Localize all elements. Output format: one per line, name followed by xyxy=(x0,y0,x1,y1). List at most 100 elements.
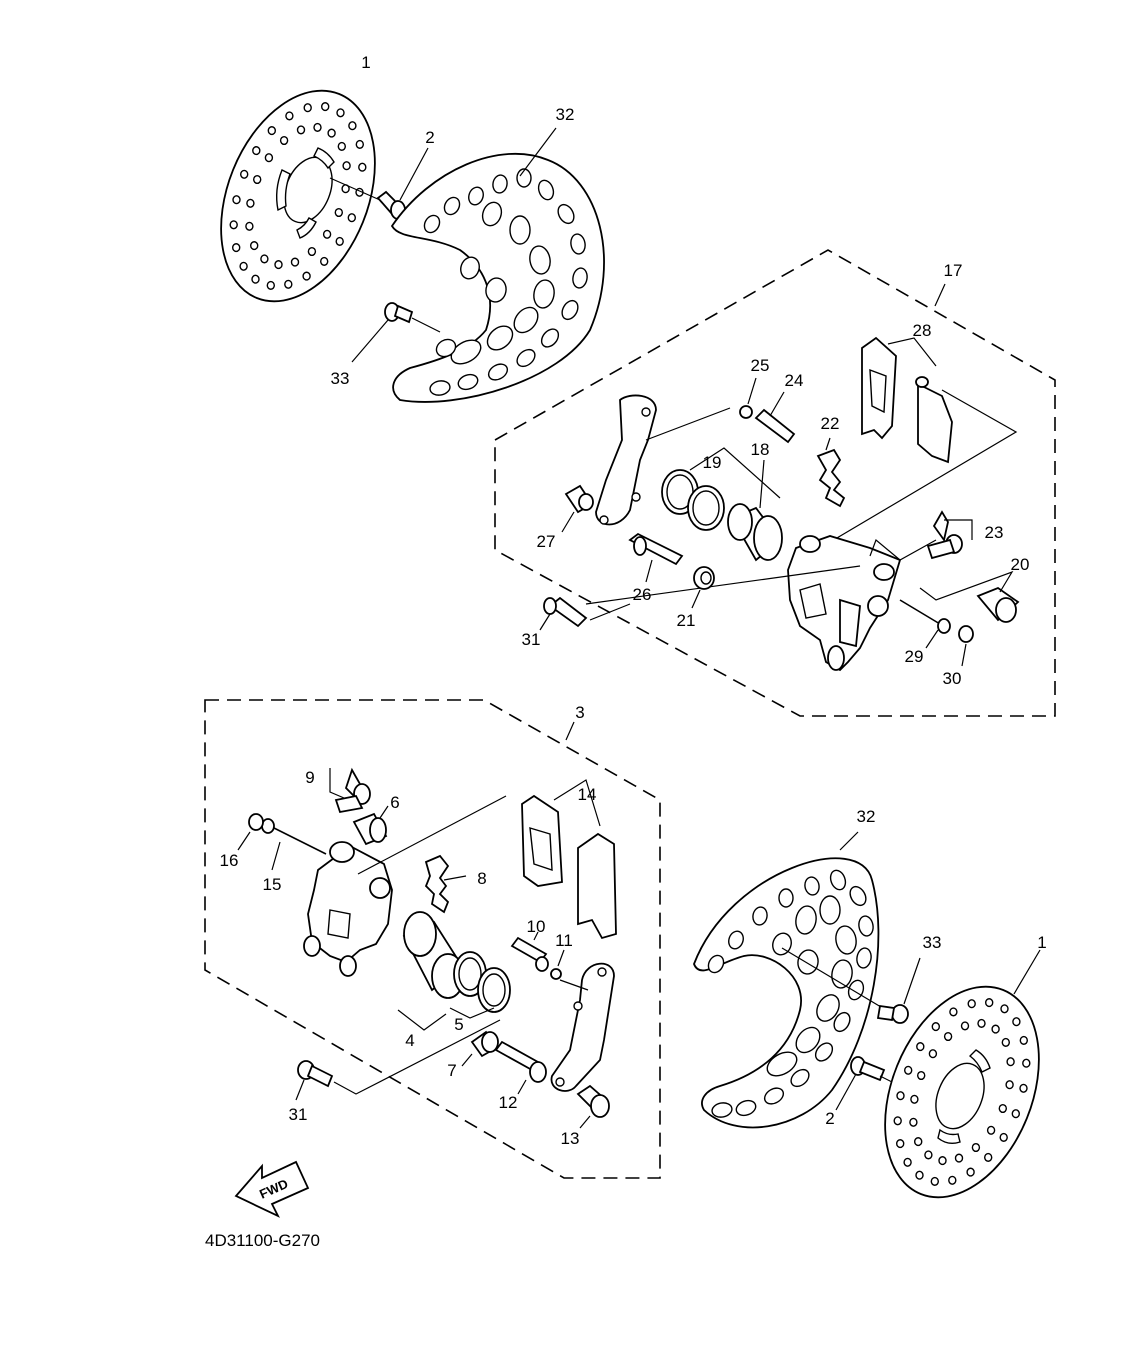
callout-18: 18 xyxy=(751,440,770,459)
cover-hole xyxy=(849,885,867,907)
cover-hole xyxy=(797,949,819,975)
disc-hole xyxy=(231,243,241,253)
caliper-assembly-3-group xyxy=(204,699,661,1179)
disc-hole xyxy=(358,162,367,172)
sleeve-27 xyxy=(561,484,594,533)
callout-32: 32 xyxy=(857,807,876,826)
cover-hole xyxy=(561,299,579,321)
cover-hole xyxy=(790,1068,810,1088)
disc-hole xyxy=(260,254,269,264)
callout-33: 33 xyxy=(331,369,350,388)
cover-hole xyxy=(557,203,575,225)
disc-hole xyxy=(355,139,364,149)
cover-hole xyxy=(766,1051,798,1077)
cover-hole xyxy=(711,1102,733,1118)
cover-hole xyxy=(533,279,555,309)
cover-hole xyxy=(833,1011,851,1033)
callout-13: 13 xyxy=(561,1129,580,1148)
disc-hole xyxy=(998,1103,1007,1114)
disc-hole xyxy=(916,1042,925,1052)
piston-seals-5 xyxy=(449,951,511,1019)
disc-hole xyxy=(930,1176,939,1186)
diagram-code: 4D31100-G270 xyxy=(205,1231,320,1250)
disc-hole xyxy=(239,261,248,271)
disc-hole xyxy=(335,236,344,246)
disc-hole xyxy=(1011,1109,1020,1119)
disc-hole xyxy=(229,220,238,230)
callout-6: 6 xyxy=(390,793,399,812)
disc-hole xyxy=(322,229,332,239)
callout-27: 27 xyxy=(537,532,556,551)
caliper-body-top xyxy=(585,535,937,672)
disc-hole xyxy=(1006,1057,1015,1067)
disc-hole xyxy=(336,108,345,118)
disc-hole xyxy=(279,135,289,146)
disc-hole xyxy=(302,271,311,281)
disc-hole xyxy=(910,1094,919,1104)
disc-hole xyxy=(928,1049,938,1059)
callout-4: 4 xyxy=(405,1031,414,1050)
disc-hole xyxy=(1022,1058,1031,1068)
cover-hole xyxy=(835,925,857,955)
callout-12: 12 xyxy=(499,1093,518,1112)
callout-23: 23 xyxy=(985,523,1004,542)
callout-31: 31 xyxy=(289,1105,308,1124)
disc-hole xyxy=(307,246,317,257)
disc-hole xyxy=(903,1157,912,1167)
cover-hole xyxy=(509,215,531,245)
cover-hole xyxy=(858,915,874,937)
callout-17: 17 xyxy=(944,261,963,280)
disc-hole xyxy=(347,213,356,223)
disc-hole xyxy=(267,126,276,136)
cover-hole xyxy=(513,306,539,334)
cover-hole xyxy=(468,186,484,206)
disc-hole xyxy=(984,1152,993,1162)
mount-bolt-12 xyxy=(494,1040,547,1095)
disc-hole xyxy=(967,999,976,1009)
disc-hole xyxy=(1005,1080,1014,1090)
cover-hole xyxy=(570,233,586,255)
disc-hole xyxy=(896,1091,905,1101)
disc-hole xyxy=(313,122,322,132)
callout-26: 26 xyxy=(633,585,652,604)
callout-20: 20 xyxy=(1011,555,1030,574)
brake-disc-top xyxy=(220,89,376,303)
disc-hole xyxy=(938,1156,947,1166)
disc-hole xyxy=(246,198,255,208)
cover-hole xyxy=(707,954,725,974)
cover-hole xyxy=(529,245,551,275)
cover-hole xyxy=(572,267,588,289)
disc-hole xyxy=(904,1065,913,1075)
disc-hole xyxy=(249,241,259,251)
cover-hole xyxy=(435,338,457,358)
callout-16: 16 xyxy=(220,851,239,870)
fwd-arrow-icon: FWD xyxy=(234,1160,310,1218)
cover-hole xyxy=(735,1099,757,1117)
disc-hole xyxy=(245,221,254,231)
disc-hole xyxy=(334,207,343,218)
disc-hole xyxy=(320,256,329,266)
disc-hole xyxy=(239,169,249,179)
cover-hole xyxy=(795,1026,821,1054)
disc-hole xyxy=(284,279,293,289)
caliper-pin-29 xyxy=(899,599,974,667)
caliper-body-bottom xyxy=(303,795,507,977)
disc-hole xyxy=(253,174,262,185)
cover-hole xyxy=(752,906,768,926)
callout-29: 29 xyxy=(905,647,924,666)
caliper-assembly-17-group xyxy=(494,249,1056,717)
callout-1: 1 xyxy=(1037,933,1046,952)
cover-hole xyxy=(814,1042,834,1062)
cover-hole xyxy=(460,256,480,280)
disc-hole xyxy=(977,1018,986,1028)
callout-28: 28 xyxy=(913,321,932,340)
cover-hole xyxy=(429,380,451,396)
sleeve-6 xyxy=(352,805,389,846)
cover-hole xyxy=(485,277,507,303)
nut-21 xyxy=(691,566,715,609)
disc-bolt-top xyxy=(329,147,429,220)
disc-hole xyxy=(999,1132,1008,1142)
callout-22: 22 xyxy=(821,414,840,433)
callout-7: 7 xyxy=(447,1061,456,1080)
bolt-31-top xyxy=(539,596,631,631)
